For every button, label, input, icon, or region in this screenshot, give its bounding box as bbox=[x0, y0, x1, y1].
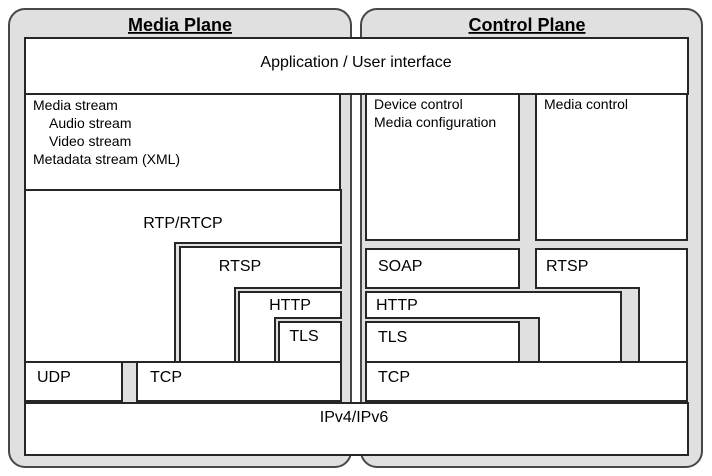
control-rtsp-label: RTSP bbox=[546, 258, 588, 275]
soap-box bbox=[365, 248, 520, 289]
media-configuration-label: Media configuration bbox=[374, 114, 496, 130]
media-stream-box bbox=[24, 93, 341, 191]
ipv4-ipv6-label: IPv4/IPv6 bbox=[320, 409, 389, 426]
device-control-box bbox=[365, 93, 520, 241]
media-plane-title: Media Plane bbox=[128, 15, 232, 35]
control-tcp-label: TCP bbox=[378, 369, 410, 386]
media-stream-label: Media stream bbox=[33, 97, 118, 113]
application-label: Application / User interface bbox=[260, 54, 451, 71]
control-http-label: HTTP bbox=[376, 297, 418, 314]
application-box bbox=[24, 37, 689, 95]
video-stream-label: Video stream bbox=[49, 133, 131, 149]
media-tcp-label: TCP bbox=[150, 369, 182, 386]
media-http-label: HTTP bbox=[269, 297, 311, 314]
control-tls-label: TLS bbox=[378, 329, 407, 346]
device-control-label: Device control bbox=[374, 96, 463, 112]
udp-box bbox=[24, 361, 123, 402]
audio-stream-label: Audio stream bbox=[49, 115, 131, 131]
ipv4-ipv6-box bbox=[24, 402, 689, 456]
media-rtsp-label: RTSP bbox=[219, 258, 261, 275]
udp-label: UDP bbox=[37, 369, 71, 386]
media-control-label: Media control bbox=[544, 96, 628, 112]
soap-label: SOAP bbox=[378, 258, 422, 275]
metadata-stream-label: Metadata stream (XML) bbox=[33, 151, 180, 167]
media-tls-label: TLS bbox=[289, 328, 318, 345]
control-plane-title: Control Plane bbox=[468, 15, 585, 35]
media-tcp-box bbox=[136, 361, 342, 402]
rtp-rtcp-label: RTP/RTCP bbox=[143, 215, 222, 232]
media-control-box bbox=[535, 93, 688, 241]
control-tcp-box bbox=[365, 361, 688, 402]
